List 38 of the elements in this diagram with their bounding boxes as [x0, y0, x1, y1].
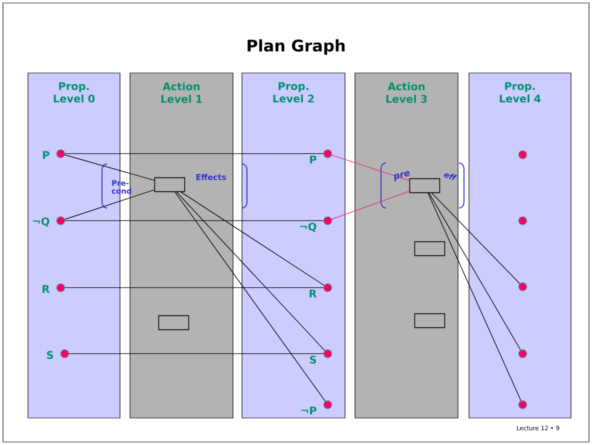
link-line	[64, 153, 324, 154]
proposition-label: P	[43, 151, 50, 159]
link-line	[432, 192, 520, 284]
link-line	[428, 192, 522, 402]
proposition-label: S	[47, 351, 54, 359]
link-line	[64, 189, 155, 220]
link-line	[174, 192, 326, 402]
link-line	[64, 287, 324, 288]
link-line	[64, 154, 155, 181]
bracket-label: pre	[394, 171, 410, 182]
proposition-dot	[518, 150, 527, 159]
proposition-label: R	[42, 285, 50, 293]
proposition-dot	[518, 216, 527, 225]
link-line	[428, 192, 521, 350]
proposition-label: ¬Q	[33, 217, 50, 227]
action-box	[414, 241, 446, 256]
proposition-label: ¬P	[301, 406, 316, 414]
level-column: Prop. Level 4	[468, 72, 572, 418]
proposition-label: P	[310, 156, 316, 164]
proposition-dot	[518, 349, 527, 358]
proposition-dot	[518, 282, 527, 291]
proposition-label: R	[310, 290, 317, 298]
proposition-label: S	[310, 356, 316, 364]
link-line	[180, 192, 324, 286]
title: Plan Graph	[248, 39, 345, 55]
link-line	[64, 220, 324, 222]
action-box	[414, 313, 446, 328]
bracket-label: Effects	[196, 174, 226, 180]
link-line	[68, 353, 324, 354]
link-line	[176, 192, 326, 351]
link-line	[331, 154, 410, 181]
proposition-label: ¬Q	[300, 222, 316, 232]
link-line	[331, 190, 410, 220]
action-box	[154, 177, 186, 192]
bracket-label: eff	[444, 173, 458, 180]
action-box	[158, 315, 190, 330]
proposition-dot	[518, 400, 527, 409]
action-box	[409, 178, 440, 194]
